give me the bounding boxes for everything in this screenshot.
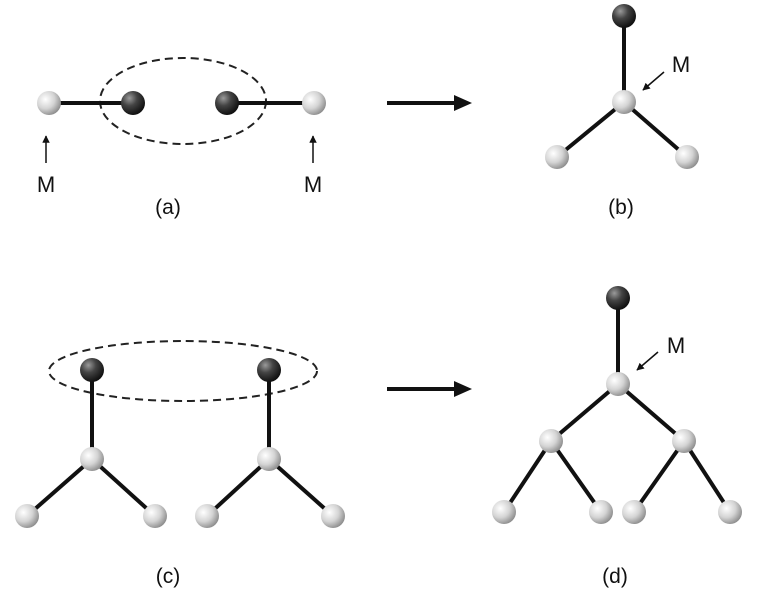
light-atom xyxy=(675,145,699,169)
light-atom xyxy=(143,504,167,528)
bond-c1-left xyxy=(25,457,94,518)
light-atom xyxy=(539,429,563,453)
light-atom xyxy=(80,447,104,471)
light-atom xyxy=(545,145,569,169)
panel-b: M (b) xyxy=(545,4,699,219)
light-atom xyxy=(589,500,613,524)
bond-d-ll xyxy=(502,439,553,514)
dark-atom xyxy=(606,286,630,310)
light-atom xyxy=(15,504,39,528)
light-atom xyxy=(195,504,219,528)
bond-c2-left xyxy=(205,457,271,518)
light-atom xyxy=(302,91,326,115)
panel-c: (c) xyxy=(15,340,345,588)
bond-b-left xyxy=(555,100,626,159)
marker-label-left: M xyxy=(37,172,55,197)
light-atom xyxy=(606,372,630,396)
bond-d-right xyxy=(616,382,686,443)
caption-a: (a) xyxy=(155,196,181,219)
dark-atom xyxy=(257,358,281,382)
dark-atom xyxy=(121,91,145,115)
marker-arrow-b xyxy=(642,71,665,91)
marker-arrow-d xyxy=(636,351,659,371)
bond-b-right xyxy=(622,100,689,159)
bond-c1-right xyxy=(90,457,157,518)
panel-a: M M (a) xyxy=(37,57,326,219)
panel-d: M (d) xyxy=(492,286,742,588)
light-atom xyxy=(622,500,646,524)
light-atom xyxy=(257,447,281,471)
bond-d-rl xyxy=(632,439,686,514)
dark-atom xyxy=(612,4,636,28)
dashed-ellipse-c xyxy=(48,340,318,402)
reaction-arrow-bottom xyxy=(387,381,472,397)
caption-d: (d) xyxy=(602,565,628,588)
light-atom xyxy=(718,500,742,524)
dark-atom xyxy=(215,91,239,115)
light-atom xyxy=(672,429,696,453)
bond-c2-right xyxy=(267,457,335,518)
caption-c: (c) xyxy=(156,565,181,588)
light-atom xyxy=(321,504,345,528)
marker-label-d: M xyxy=(667,333,685,358)
caption-b: (b) xyxy=(608,196,634,219)
bond-d-lr xyxy=(549,439,603,514)
dark-atom xyxy=(80,358,104,382)
reaction-arrow-top xyxy=(387,95,472,111)
light-atom xyxy=(37,91,61,115)
marker-label-right: M xyxy=(304,172,322,197)
marker-label-b: M xyxy=(672,52,690,77)
bond-d-rr xyxy=(682,439,732,514)
light-atom xyxy=(612,90,636,114)
bond-d-left xyxy=(549,382,620,443)
light-atom xyxy=(492,500,516,524)
